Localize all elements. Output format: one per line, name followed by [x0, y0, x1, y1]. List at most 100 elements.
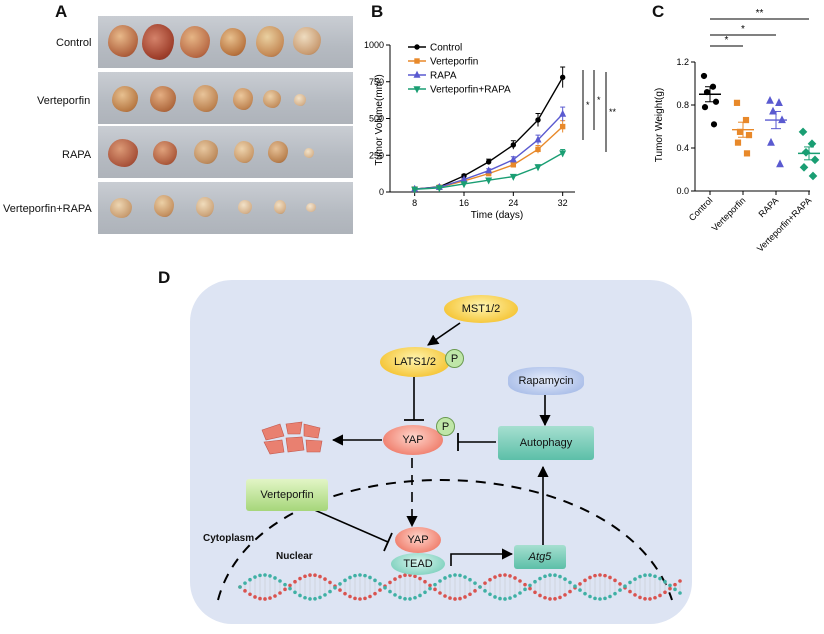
data-point: [766, 95, 774, 104]
yap-node: YAP: [383, 425, 443, 455]
data-point: [535, 117, 541, 123]
data-point: [701, 104, 709, 111]
legend-marker: [413, 86, 421, 94]
data-point: [534, 164, 542, 172]
nuclear-membrane: [217, 479, 673, 601]
strand-dot: [473, 589, 477, 593]
strand-dot: [548, 597, 552, 601]
inhibit-verteporfin-yap: [309, 507, 389, 543]
strand-dot: [313, 573, 317, 578]
strand-dot: [323, 593, 327, 597]
strand-dot: [363, 573, 367, 578]
data-point: [559, 74, 566, 81]
strand-dot: [338, 582, 342, 586]
strand-dot: [618, 582, 622, 586]
strand-dot: [673, 582, 677, 587]
tumor-photo-combo: [98, 182, 353, 234]
strand-dot: [373, 591, 377, 596]
legend-label: Control: [430, 43, 462, 54]
strand-dot: [388, 589, 392, 594]
panel-letter-b: B: [371, 2, 384, 21]
cytoplasm-label: Cytoplasm: [203, 533, 255, 544]
strand-dot: [613, 591, 617, 596]
strand-dot: [368, 575, 372, 580]
strand-dot: [268, 596, 272, 600]
strand-dot: [293, 590, 297, 595]
strand-dot: [283, 582, 287, 587]
strand-dot: [603, 596, 607, 601]
strand-dot: [258, 573, 262, 578]
significance-label: **: [609, 107, 617, 117]
x-tick-label: 8: [412, 198, 417, 208]
phospho-yap: P: [436, 417, 455, 436]
strand-dot: [323, 577, 327, 581]
strand-dot: [573, 584, 577, 589]
strand-dot: [408, 597, 412, 601]
strand-dot: [663, 579, 667, 584]
strand-dot: [343, 591, 347, 596]
strand-dot: [643, 573, 647, 578]
data-point: [775, 98, 783, 106]
strand-dot: [673, 587, 677, 592]
strand-dot: [313, 596, 317, 601]
strand-dot: [518, 591, 522, 595]
strand-dot: [458, 596, 462, 601]
strand-dot: [553, 573, 557, 578]
significance-label: *: [725, 35, 729, 46]
strand-dot: [328, 580, 332, 585]
strand-dot: [583, 578, 587, 583]
strand-dot: [603, 573, 607, 578]
strand-dot: [428, 583, 432, 588]
strand-dot: [303, 595, 307, 600]
strand-dot: [363, 596, 367, 601]
tumor-photo-rapa: [98, 126, 353, 178]
yap-nuclear-node: YAP: [395, 527, 441, 553]
strand-dot: [608, 594, 612, 599]
strand-dot: [638, 595, 642, 600]
strand-dot: [423, 579, 427, 584]
legend-marker: [414, 58, 420, 64]
strand-dot: [378, 582, 382, 586]
cell-background: [190, 280, 692, 624]
strand-dot: [453, 597, 457, 601]
strand-dot: [618, 588, 622, 592]
strand-dot: [423, 590, 427, 595]
data-point: [776, 159, 784, 168]
strand-dot: [343, 578, 347, 583]
arrow-tead-atg5: [450, 548, 514, 566]
legend-label: RAPA: [430, 71, 457, 82]
strand-dot: [553, 596, 557, 601]
strand-dot: [558, 574, 562, 579]
strand-dot: [403, 596, 407, 601]
legend-marker: [413, 70, 421, 78]
panel-letter-d: D: [158, 268, 171, 287]
data-point: [510, 142, 517, 148]
strand-dot: [288, 583, 292, 588]
strand-dot: [488, 592, 492, 597]
strand-dot: [238, 585, 242, 589]
strand-dot: [443, 594, 447, 598]
data-point: [510, 162, 517, 168]
strand-dot: [543, 574, 547, 579]
row-label-control: Control: [56, 37, 92, 49]
data-point: [559, 123, 566, 130]
strand-dot: [633, 577, 637, 581]
strand-dot: [503, 573, 507, 577]
autophagy-node: Autophagy: [498, 426, 594, 460]
data-point: [411, 186, 419, 194]
strand-dot: [613, 578, 617, 583]
strand-dot: [448, 596, 452, 600]
strand-dot: [418, 593, 422, 598]
degraded-yap-icon: [261, 421, 323, 455]
tumor-photo-verteporfin: [98, 72, 353, 124]
strand-dot: [598, 597, 602, 601]
strand-dot: [648, 573, 652, 577]
strand-dot: [443, 576, 447, 580]
strand-dot: [493, 595, 497, 599]
strand-dot: [348, 594, 352, 599]
strand-dot: [633, 593, 637, 597]
strand-dot: [273, 576, 277, 580]
strand-dot: [378, 588, 382, 592]
strand-dot: [483, 589, 487, 593]
